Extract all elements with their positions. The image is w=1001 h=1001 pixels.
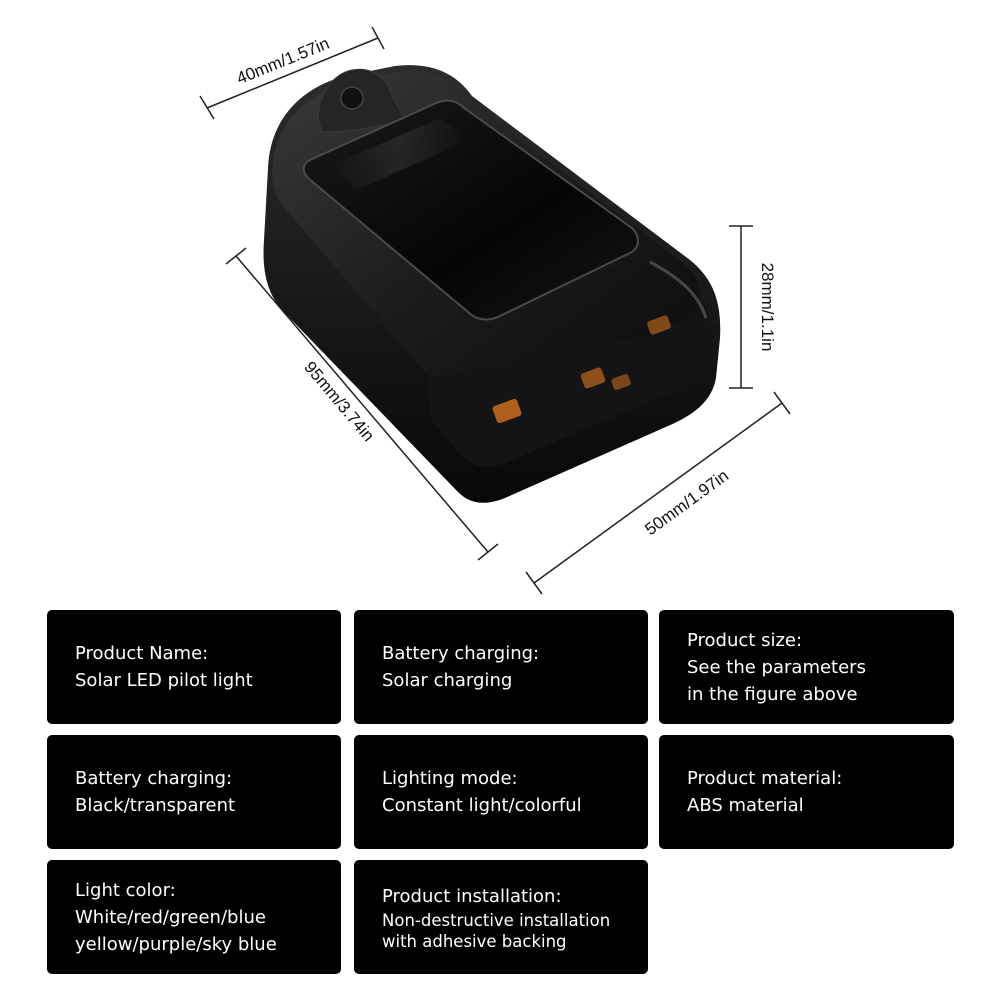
dimension-base-width-label: 50mm/1.97in [641, 466, 732, 539]
spec-value: Solar LED pilot light [75, 670, 253, 691]
spec-label: Product material: [687, 768, 843, 789]
spec-value: White/red/green/blue [75, 906, 266, 928]
spec-card-product-name: Product Name: Solar LED pilot light [47, 610, 341, 724]
spec-card-color: Battery charging: Black/transparent [47, 735, 341, 849]
led [611, 374, 631, 390]
spec-value: with adhesive backing [382, 931, 567, 951]
spec-card-light-color: Light color: White/red/green/blue yellow… [47, 860, 341, 974]
spec-label: Product Name: [75, 643, 209, 664]
led [647, 315, 671, 335]
spec-card-battery-charging: Battery charging: Solar charging [354, 610, 648, 724]
led [492, 398, 522, 424]
spec-label: Product size: [687, 629, 803, 651]
spec-label: Battery charging: [382, 643, 540, 664]
spec-label: Lighting mode: [382, 768, 518, 789]
led-strip [492, 315, 671, 424]
spec-value: yellow/purple/sky blue [75, 933, 277, 955]
dimension-height-label: 28mm/1.1in [758, 263, 777, 352]
spec-label: Product installation: [382, 885, 562, 907]
dimension-top-width-label: 40mm/1.57in [234, 34, 332, 88]
dimension-height: 28mm/1.1in [729, 225, 777, 389]
product-figure: 40mm/1.57in 28mm/1.1in 95mm/3.74in 50mm/… [199, 26, 791, 595]
spec-value: Constant light/colorful [382, 795, 582, 816]
led [580, 367, 606, 389]
spec-card-product-installation: Product installation: Non-destructive in… [354, 860, 648, 974]
spec-label: Battery charging: [75, 768, 233, 789]
spec-value: See the parameters [687, 656, 866, 678]
spec-card-product-material: Product material: ABS material [659, 735, 954, 849]
spec-value: Non-destructive installation [382, 910, 611, 930]
spec-card-product-size: Product size: See the parameters in the … [659, 610, 954, 724]
spec-value: Black/transparent [75, 795, 236, 816]
spec-value: in the figure above [687, 683, 858, 705]
spec-value: ABS material [687, 795, 804, 816]
spec-label: Light color: [75, 879, 176, 901]
spec-card-lighting-mode: Lighting mode: Constant light/colorful [354, 735, 648, 849]
spec-value: Solar charging [382, 670, 513, 691]
product-image [263, 65, 721, 503]
